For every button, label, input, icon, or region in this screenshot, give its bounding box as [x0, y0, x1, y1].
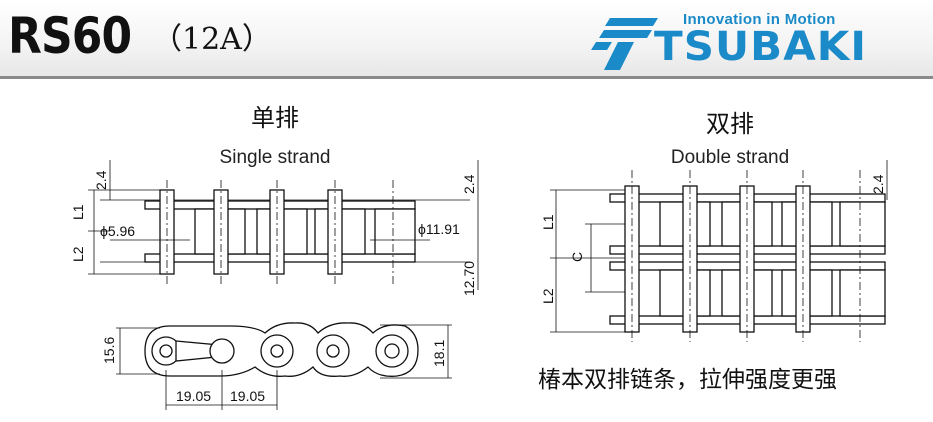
double-pin-offset-label: 2.4 — [870, 174, 886, 194]
double-strand-caption: 双排 Double strand — [640, 104, 820, 169]
single-l1-label: L1 — [70, 204, 86, 220]
single-strand-title-en: Single strand — [219, 147, 331, 168]
double-strand-top-view — [550, 160, 888, 342]
single-inner-width-label: 12.70 — [461, 261, 477, 296]
double-l1-label: L1 — [540, 214, 556, 230]
model-number: RS60 — [8, 7, 132, 65]
double-strand-title-en: Double strand — [670, 147, 790, 168]
double-strand-title-cn: 双排 — [706, 110, 754, 138]
outer-height-label: 18.1 — [431, 340, 447, 367]
header-divider — [0, 76, 933, 79]
plate-height-label: 15.6 — [101, 337, 117, 364]
single-strand-top-view — [88, 160, 479, 290]
brand-tagline: Innovation in Motion — [683, 11, 836, 28]
tsubaki-logo-icon — [591, 18, 658, 70]
single-roller-diameter-label: ϕ11.91 — [418, 221, 460, 237]
single-pin-diameter-label: ϕ5.96 — [100, 223, 135, 239]
single-strand-side-view — [116, 322, 452, 410]
single-pin-offset-label: 2.4 — [93, 170, 109, 190]
single-strand-title-cn: 单排 — [251, 104, 299, 132]
double-strand-note: 椿本双排链条，拉伸强度更强 — [538, 367, 837, 393]
header-bar — [0, 0, 933, 78]
model-code: （12A） — [152, 22, 272, 57]
single-strand-caption: 单排 Single strand — [210, 98, 340, 169]
pitch-label-2: 19.05 — [230, 388, 265, 404]
double-l2-label: L2 — [540, 288, 556, 304]
single-l2-label: L2 — [70, 246, 86, 262]
double-c-label: C — [569, 252, 585, 262]
brand-name: TSUBAKI — [654, 24, 868, 70]
pitch-label-1: 19.05 — [176, 388, 211, 404]
single-offset-right-label: 2.4 — [461, 174, 477, 194]
